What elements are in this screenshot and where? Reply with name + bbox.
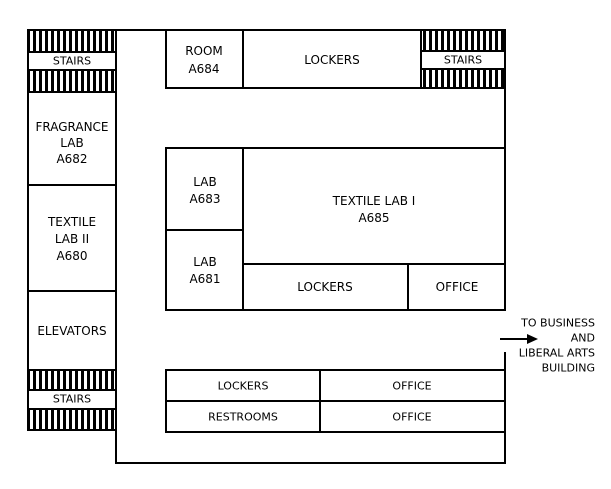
lab-a683-label-line2: A683: [189, 192, 220, 206]
exit-label-line1: TO BUSINESS: [520, 317, 595, 330]
room-elevators[interactable]: [27, 290, 117, 371]
stairs-hatching-bottom-left-2: [29, 409, 115, 429]
room-lockers-top[interactable]: [242, 29, 422, 89]
office-bottom-2-label: OFFICE: [392, 411, 431, 424]
exit-label-line2: AND: [571, 332, 595, 345]
room-lockers-bottom[interactable]: [165, 369, 321, 402]
stairs-bottom-left-label: STAIRS: [53, 393, 91, 406]
room-fragrance-lab[interactable]: [27, 91, 117, 186]
stairs-hatching-top-left: [29, 31, 115, 52]
lockers-top-label: LOCKERS: [304, 53, 360, 67]
room-lab-a681[interactable]: [165, 229, 244, 311]
textile-lab-2-label-line1: TEXTILE: [47, 215, 96, 229]
textile-lab-1-label-line1: TEXTILE LAB I: [332, 194, 416, 208]
room-a684-label-line1: ROOM: [185, 44, 223, 58]
lockers-bottom-label: LOCKERS: [218, 380, 269, 393]
room-lockers-mid[interactable]: [242, 263, 409, 311]
elevators-label: ELEVATORS: [37, 324, 106, 338]
room-textile-lab-2[interactable]: [27, 184, 117, 292]
left-wing: STAIRS FRAGRANCE LAB A682 TEXTILE LAB II…: [27, 29, 117, 431]
office-mid-label: OFFICE: [436, 280, 479, 294]
room-office-bottom-2[interactable]: [319, 400, 506, 433]
exit-arrow-head-icon: [527, 334, 538, 344]
middle-block: LAB A683 LAB A681 TEXTILE LAB I A685 LOC…: [165, 147, 506, 311]
fragrance-lab-label-line2: LAB: [60, 136, 83, 150]
lab-a683-label-line1: LAB: [193, 175, 216, 189]
textile-lab-2-label-line3: A680: [56, 249, 87, 263]
room-office-mid[interactable]: [407, 263, 506, 311]
lab-a681-label-line1: LAB: [193, 255, 216, 269]
textile-lab-1-label-line2: A685: [358, 211, 389, 225]
room-lab-a683[interactable]: [165, 147, 244, 231]
bottom-block: LOCKERS OFFICE RESTROOMS OFFICE: [165, 369, 506, 433]
exit-label-line4: BUILDING: [542, 362, 595, 375]
restrooms-label: RESTROOMS: [208, 411, 278, 424]
exit-indicator: TO BUSINESS AND LIBERAL ARTS BUILDING: [500, 317, 595, 375]
stairs-top-right[interactable]: [420, 50, 506, 70]
room-a684-label-line2: A684: [188, 62, 219, 76]
lab-a681-label-line2: A681: [189, 272, 220, 286]
top-row: ROOM A684 LOCKERS STAIRS: [165, 29, 506, 89]
fragrance-lab-label-line3: A682: [56, 152, 87, 166]
stairs-hatching-top-left-2: [29, 70, 115, 92]
room-a684[interactable]: [165, 29, 244, 89]
office-bottom-1-label: OFFICE: [392, 380, 431, 393]
stairs-hatching-top-right-2: [422, 70, 504, 87]
exit-label-line3: LIBERAL ARTS: [519, 347, 595, 360]
room-restrooms[interactable]: [165, 400, 321, 433]
stairs-top-right-label: STAIRS: [444, 54, 482, 67]
stairs-hatching-bottom-left: [29, 371, 115, 390]
stairs-top-left-label: STAIRS: [53, 55, 91, 68]
fragrance-lab-label-line1: FRAGRANCE: [35, 120, 108, 134]
lockers-mid-label: LOCKERS: [297, 280, 353, 294]
textile-lab-2-label-line2: LAB II: [55, 232, 89, 246]
stairs-hatching-top-right: [422, 31, 504, 51]
room-textile-lab-1[interactable]: [242, 147, 506, 265]
